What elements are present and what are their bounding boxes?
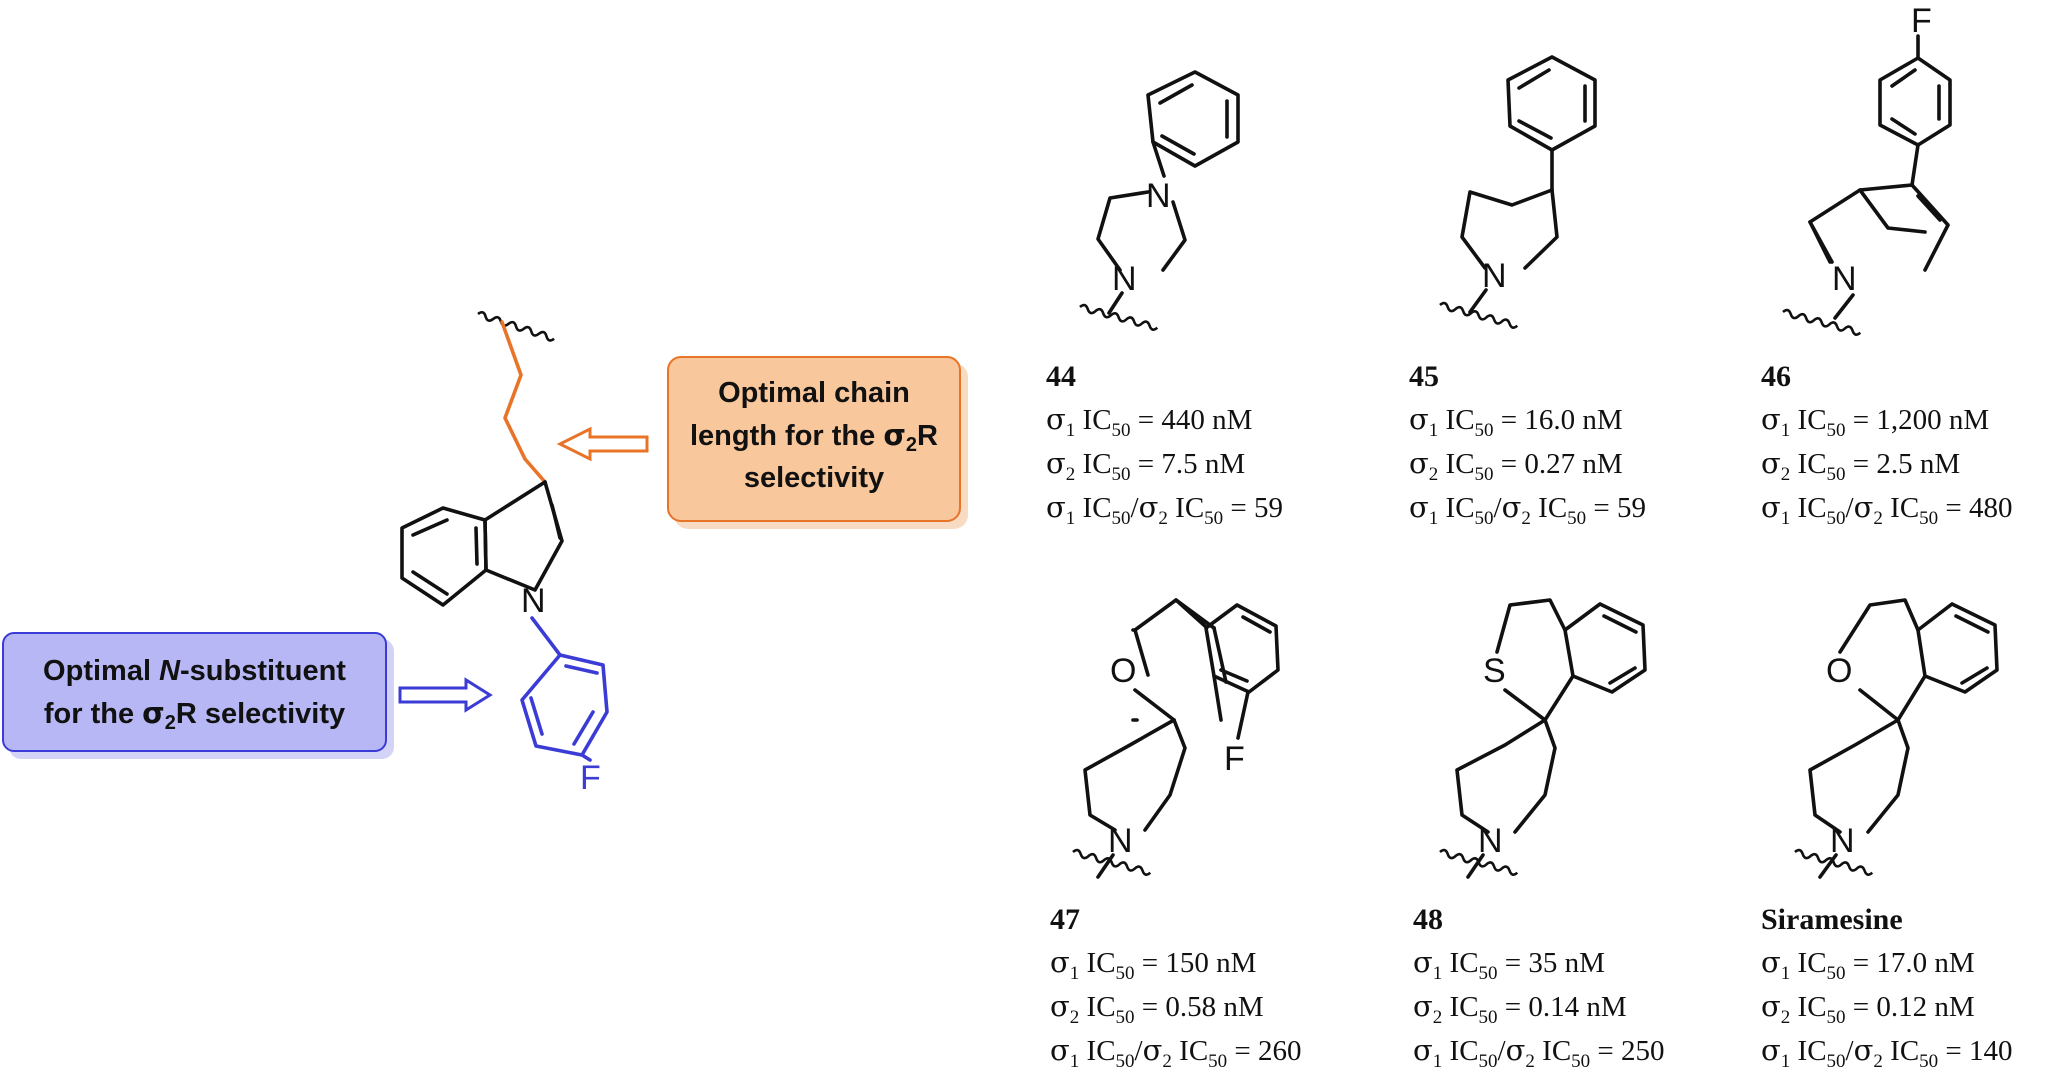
compound-name: 48 [1413,903,1443,936]
sigma2-ic50: σ2 IC50 = 0.14 nM [1413,989,1627,1028]
selectivity-ratio: σ1 IC50/σ2 IC50 = 59 [1046,490,1284,529]
callout-chain-length: Optimal chain length for the σ2R selecti… [667,356,961,522]
arrow-orange [556,426,649,462]
selectivity-ratio: σ1 IC50/σ2 IC50 = 480 [1761,490,2013,529]
s-48: S [1483,652,1506,690]
n-48: N [1478,822,1503,860]
callout-nsub-line2: for the σ2R selectivity [43,696,346,734]
o-siramesine: O [1826,652,1852,690]
selectivity-ratio: σ1 IC50/σ2 IC50 = 140 [1761,1033,2013,1072]
compound-name: 44 [1046,360,1076,393]
n-46: N [1832,260,1857,298]
sigma1-ic50: σ1 IC50 = 35 nM [1413,945,1605,984]
sigma2-ic50: σ2 IC50 = 7.5 nM [1046,446,1246,485]
compound-48-data: 48 σ1 IC50 = 35 nM σ2 IC50 = 0.14 nM σ1 … [1413,898,1665,1073]
sigma2-ic50: σ2 IC50 = 0.27 nM [1409,446,1623,485]
pyrrole-ring [483,480,564,592]
compound-44-data: 44 σ1 IC50 = 440 nM σ2 IC50 = 7.5 nM σ1 … [1046,355,1283,530]
o-47: O [1110,652,1136,690]
sigma1-ic50: σ1 IC50 = 1,200 nM [1761,402,1990,441]
f-47: F [1224,740,1245,778]
compound-47-data: 47 σ1 IC50 = 150 nM σ2 IC50 = 0.58 nM σ1… [1050,898,1302,1073]
n-44-top: N [1146,177,1171,215]
compound-name: 47 [1050,903,1080,936]
callout-chain-line1: Optimal chain [718,377,910,409]
sigma1-ic50: σ1 IC50 = 17.0 nM [1761,945,1975,984]
sigma2-ic50: σ2 IC50 = 0.12 nM [1761,989,1975,1028]
compound-siramesine-data: Siramesine σ1 IC50 = 17.0 nM σ2 IC50 = 0… [1761,898,2013,1073]
sigma1-ic50: σ1 IC50 = 150 nM [1050,945,1257,984]
structure-44: N N [1077,70,1240,332]
core-scaffold: N F [400,309,609,797]
butyl-chain [500,320,547,484]
sigma1-ic50: σ1 IC50 = 16.0 nM [1409,402,1623,441]
fluorine-core: F [580,759,601,797]
compound-name: 46 [1761,360,1791,393]
compound-name: Siramesine [1761,903,1903,936]
callout-n-substituent: Optimal N-substituent for the σ2R select… [2,632,387,752]
compound-45-data: 45 σ1 IC50 = 16.0 nM σ2 IC50 = 0.27 nM σ… [1409,355,1646,530]
compound-46-data: 46 σ1 IC50 = 1,200 nM σ2 IC50 = 2.5 nM σ… [1761,355,2013,530]
n-47: N [1108,822,1133,860]
structure-48: S N [1437,598,1647,879]
structure-46: F N [1780,2,1952,337]
sigma1-ic50: σ1 IC50 = 440 nM [1046,402,1253,441]
wavy-attachment-core [475,309,557,343]
indole-nitrogen: N [521,582,546,620]
sigma2-ic50: σ2 IC50 = 2.5 nM [1761,446,1961,485]
callout-nsub-line1: Optimal N-substituent [43,655,346,687]
n-45: N [1482,257,1507,295]
f-46: F [1911,2,1932,40]
selectivity-ratio: σ1 IC50/σ2 IC50 = 250 [1413,1033,1665,1072]
structure-47: F O N [1070,598,1280,879]
n-44-bottom: N [1112,260,1137,298]
callout-chain-line2: length for the σ2R [690,418,938,456]
selectivity-ratio: σ1 IC50/σ2 IC50 = 59 [1409,490,1647,529]
n-siramesine: N [1830,822,1855,860]
compound-name: 45 [1409,360,1439,393]
structure-45: N [1437,55,1597,330]
benzene-ring-indole [400,506,488,607]
sigma2-ic50: σ2 IC50 = 0.58 nM [1050,989,1264,1028]
structure-siramesine: O N [1792,598,1999,879]
callout-chain-line3: selectivity [743,462,885,494]
arrow-blue [398,677,493,713]
selectivity-ratio: σ1 IC50/σ2 IC50 = 260 [1050,1033,1302,1072]
